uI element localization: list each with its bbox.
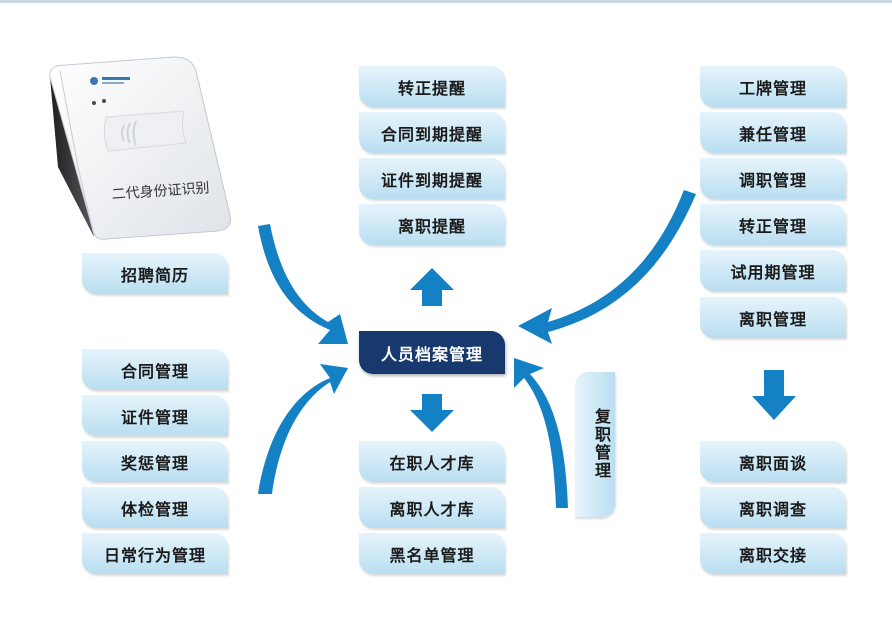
- left-module-card: 体检管理: [82, 487, 228, 528]
- left-module-card: 日常行为管理: [82, 533, 228, 574]
- right-module-card: 调职管理: [700, 158, 846, 199]
- arrow-left-modules-to-hub: [258, 364, 348, 494]
- arrow-rehire-to-hub: [514, 358, 568, 508]
- device-label: 二代身份证识别: [111, 180, 210, 203]
- recruit-resume-card: 招聘简历: [82, 253, 228, 294]
- top-border: [0, 0, 892, 3]
- right-module-card: 试用期管理: [700, 250, 846, 291]
- right-module-card: 工牌管理: [700, 66, 846, 107]
- arrow-hub-to-reminders: [410, 268, 454, 306]
- left-module-card: 奖惩管理: [82, 441, 228, 482]
- rfid-icon: [121, 120, 137, 146]
- rehire-card: 复职管理: [575, 372, 615, 517]
- left-module-card: 合同管理: [82, 349, 228, 390]
- talent-pool-card: 离职人才库: [359, 487, 505, 528]
- reminder-card: 合同到期提醒: [359, 112, 505, 153]
- left-module-card: 证件管理: [82, 395, 228, 436]
- right-module-card: 兼任管理: [700, 112, 846, 153]
- talent-pool-card: 黑名单管理: [359, 533, 505, 574]
- right-module-card: 离职管理: [700, 297, 846, 338]
- resign-step-card: 离职交接: [700, 533, 846, 574]
- right-module-card: 转正管理: [700, 204, 846, 245]
- resign-step-card: 离职调查: [700, 487, 846, 528]
- reminder-card: 离职提醒: [359, 204, 505, 245]
- hub-personnel-archive: 人员档案管理: [359, 331, 505, 374]
- arrow-device-to-hub: [258, 224, 348, 344]
- resign-step-card: 离职面谈: [700, 441, 846, 482]
- talent-pool-card: 在职人才库: [359, 441, 505, 482]
- arrow-right-modules-to-hub: [518, 190, 696, 344]
- reminder-card: 转正提醒: [359, 66, 505, 107]
- arrow-resign-to-steps: [752, 370, 796, 420]
- reminder-card: 证件到期提醒: [359, 158, 505, 199]
- id-card-reader-image: 二代身份证识别: [49, 56, 231, 240]
- device-logo-icon: [90, 77, 98, 85]
- arrow-hub-to-talent-pools: [410, 394, 454, 432]
- rehire-label: 复职管理: [592, 408, 611, 480]
